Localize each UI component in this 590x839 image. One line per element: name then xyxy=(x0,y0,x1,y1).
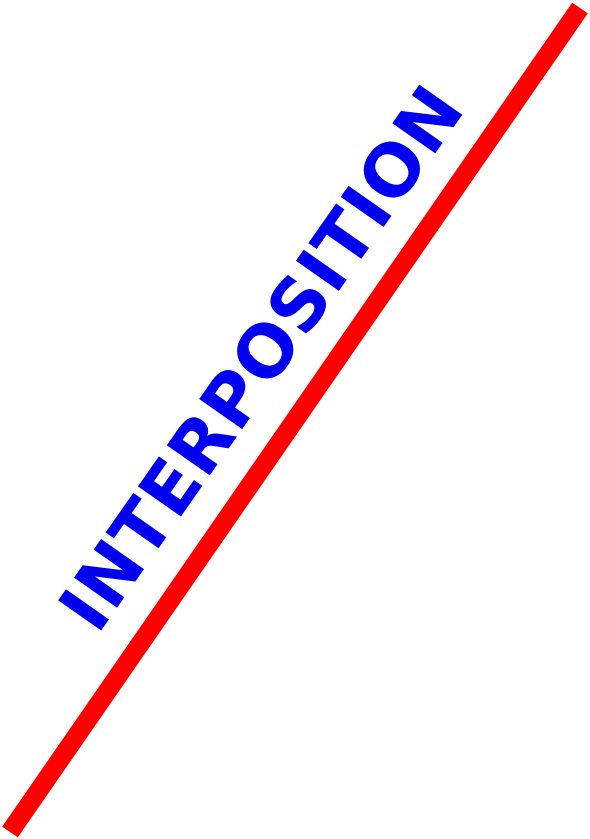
diagonal-red-line xyxy=(2,2,588,838)
diagonal-graphic: INTERPOSITION xyxy=(2,2,588,838)
